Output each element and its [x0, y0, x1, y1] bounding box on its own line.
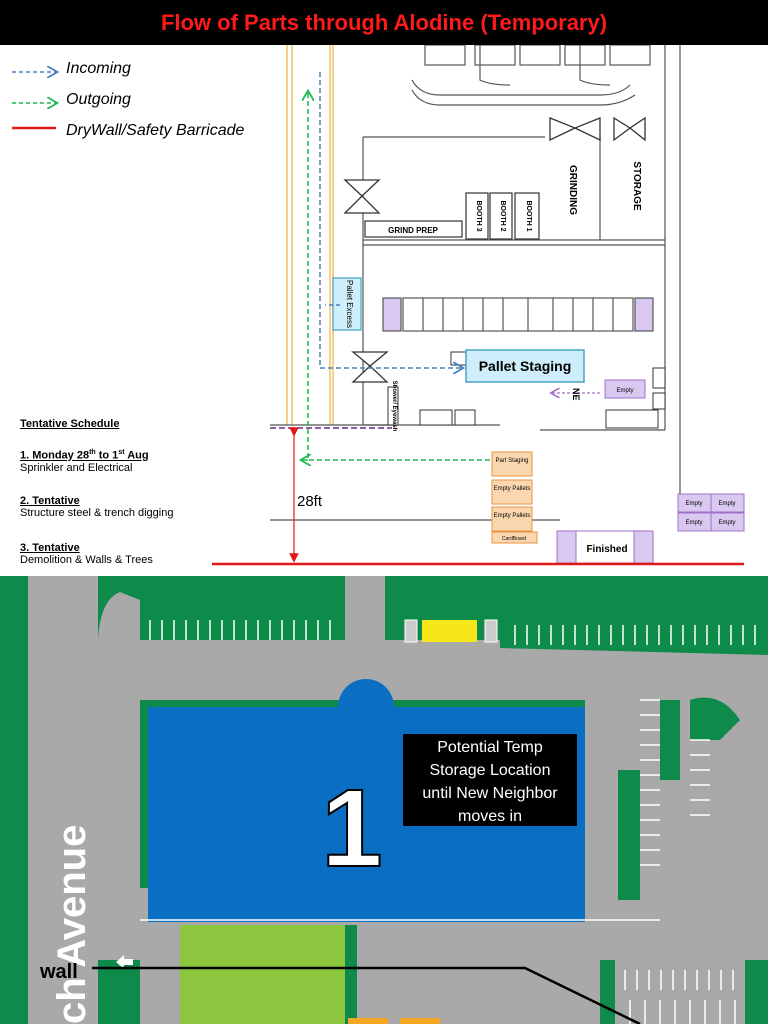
booth1-label: BOOTH 1	[525, 200, 532, 231]
floor-plan-svg: Incoming Outgoing DryWall/Safety Barrica…	[12, 44, 745, 566]
schedule-item-2: 2. Tentative Structure steel & trench di…	[20, 495, 174, 519]
booth3-label: BOOTH 3	[475, 200, 482, 231]
grind-prep-label: GRIND PREP	[388, 226, 438, 235]
street-name: ch Avenue	[50, 825, 94, 1024]
wall-pointer	[92, 966, 641, 1024]
part-label-1: Part Staging	[495, 458, 528, 464]
empty-grid-2: Empty	[718, 501, 735, 507]
storage-label: STORAGE	[631, 161, 642, 211]
empty-label: Empty	[616, 388, 633, 394]
parking-stripes	[149, 620, 756, 1024]
empty-grid-3: Empty	[685, 520, 702, 526]
line-letter: NE	[571, 388, 581, 401]
dimension-label: 28ft	[297, 493, 323, 510]
empty-pallets-2: Empty Pallets	[494, 513, 531, 519]
booth2-label: BOOTH 2	[499, 200, 506, 231]
legend-barricade: DryWall/Safety Barricade	[66, 122, 245, 139]
shower-label: Shower/ Eyewash	[391, 381, 397, 432]
finished-label: Finished	[586, 544, 627, 555]
title-bar: Flow of Parts through Alodine (Temporary…	[0, 0, 768, 45]
direction-arrow-icon	[116, 955, 133, 969]
site-map-svg: 1 ch Avenue wall	[28, 576, 768, 1024]
incoming-path	[319, 72, 462, 368]
empty-grid-4: Empty	[718, 520, 735, 526]
lawn-area	[180, 925, 345, 1024]
legend-incoming: Incoming	[66, 60, 131, 77]
empty-pallets-1: Empty Pallets	[494, 486, 531, 492]
legend: Incoming Outgoing DryWall/Safety Barrica…	[12, 60, 245, 139]
pallet-excess-label: Pallet Excess	[345, 280, 354, 328]
page-title: Flow of Parts through Alodine (Temporary…	[160, 9, 608, 35]
tank-line	[382, 297, 654, 332]
yellow-stalls	[422, 620, 477, 642]
grinding-label: GRINDING	[567, 165, 578, 215]
legend-outgoing: Outgoing	[66, 91, 131, 108]
empty-grid-1: Empty	[685, 501, 702, 507]
info-box: Potential Temp Storage Location until Ne…	[403, 734, 577, 826]
floor-plan-panel: Incoming Outgoing DryWall/Safety Barrica…	[0, 44, 768, 576]
part-staging-column: Part Staging Empty Pallets Empty Pallets…	[491, 451, 538, 544]
outgoing-path	[308, 92, 490, 461]
door-symbol	[549, 117, 577, 142]
building-number: 1	[321, 767, 382, 890]
wall-label: wall	[39, 961, 78, 983]
schedule-item-1: 1. Monday 28th to 1st Aug Sprinkler and …	[20, 449, 149, 474]
building-walls	[270, 45, 681, 521]
schedule-heading: Tentative Schedule	[20, 418, 120, 430]
cardboard-label: CardBoard	[502, 536, 526, 542]
top-equipment	[411, 44, 651, 106]
site-map-panel: 1 ch Avenue wall Potential Temp Storage …	[0, 576, 768, 1024]
schedule-item-3: 3. Tentative Demolition & Walls & Trees	[20, 542, 153, 566]
empty-grid: Empty Empty Empty Empty	[677, 493, 745, 532]
pallet-staging-label: Pallet Staging	[479, 358, 572, 374]
